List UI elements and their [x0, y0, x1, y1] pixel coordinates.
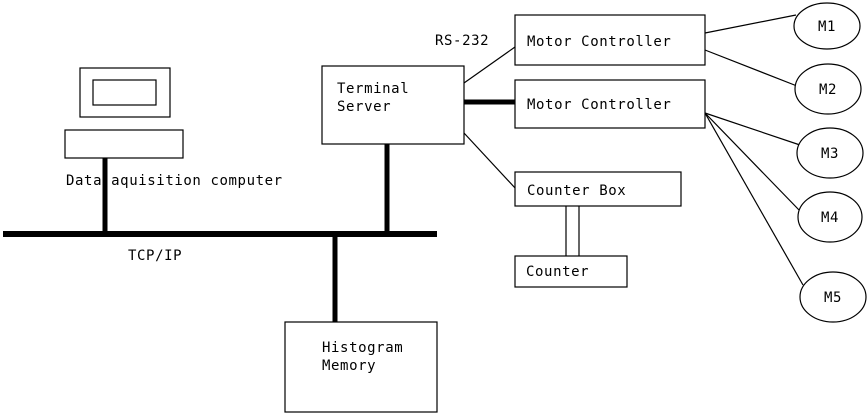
counter-label: Counter [526, 264, 589, 280]
counter-box [514, 255, 628, 288]
motor-m4-ellipse [797, 191, 863, 243]
computer-caption-label: Data aquisition computer [66, 173, 283, 189]
histogram-memory-label-line1: Histogram [322, 340, 403, 356]
counter-box-box [514, 171, 682, 207]
motor-m3-label: M3 [821, 146, 839, 162]
link-motor-controller-1-to-m2 [704, 49, 798, 87]
motor-m4-label: M4 [821, 210, 839, 226]
link-motor-controller-2-to-m3 [704, 112, 801, 146]
motor-controller-2-box [514, 79, 706, 129]
link-terminal-server-to-counter-box [463, 132, 517, 190]
motor-m1-label: M1 [818, 19, 836, 35]
motor-m2-ellipse [794, 63, 862, 115]
terminal-server-label-line2: Server [337, 99, 391, 115]
link-motor-controller-2-to-m4 [704, 112, 801, 212]
motor-m1-ellipse [793, 2, 861, 50]
computer-monitor-screen [92, 79, 157, 106]
tcpip-label: TCP/IP [128, 248, 182, 264]
motor-m5-ellipse [799, 271, 867, 323]
motor-m5-label: M5 [824, 290, 842, 306]
motor-controller-1-box [514, 14, 706, 66]
terminal-server-box [321, 65, 465, 145]
counter-box-label: Counter Box [527, 183, 626, 199]
histogram-memory-box [284, 321, 438, 413]
computer-base-unit [64, 129, 184, 159]
link-terminal-server-to-motor-controller-1 [463, 46, 516, 84]
link-motor-controller-2-to-m5 [704, 112, 804, 286]
motor-controller-2-label: Motor Controller [527, 97, 671, 113]
histogram-memory-label-line2: Memory [322, 358, 376, 374]
motor-m2-label: M2 [819, 82, 837, 98]
terminal-server-label-line1: Terminal [337, 81, 409, 97]
motor-controller-1-label: Motor Controller [527, 34, 671, 50]
motor-m3-ellipse [796, 127, 864, 179]
link-motor-controller-1-to-m1 [704, 14, 797, 34]
rs232-label: RS-232 [435, 33, 489, 49]
